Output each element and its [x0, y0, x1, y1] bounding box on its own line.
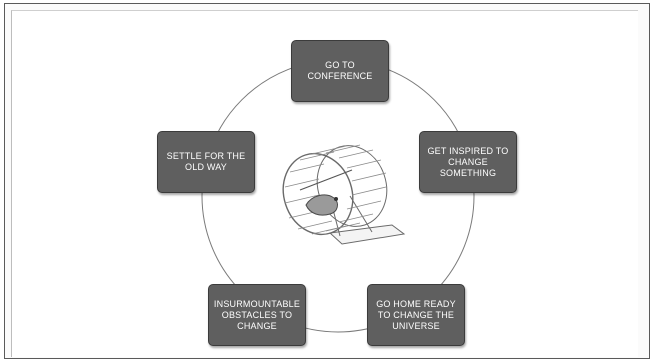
wheel-stand-right [349, 195, 373, 233]
hamster-eye [334, 197, 338, 201]
step-settle-old-way: SETTLE FOR THE OLD WAY [157, 131, 255, 193]
wheel-axle [299, 169, 353, 191]
hamster-body [305, 194, 338, 216]
step-go-to-conference: GO TO CONFERENCE [291, 40, 389, 102]
step-go-home-ready: GO HOME READY TO CHANGE THE UNIVERSE [367, 284, 465, 346]
step-label: GET INSPIRED TO CHANGE SOMETHING [427, 145, 509, 178]
wheel-back-rim [316, 145, 388, 227]
step-get-inspired: GET INSPIRED TO CHANGE SOMETHING [419, 131, 517, 193]
wheel-base [328, 224, 406, 245]
step-insurmountable-obstacles: INSURMOUNTABLE OBSTACLES TO CHANGE [208, 284, 306, 346]
step-label: GO TO CONFERENCE [307, 60, 373, 81]
step-label: INSURMOUNTABLE OBSTACLES TO CHANGE [213, 298, 301, 331]
step-label: GO HOME READY TO CHANGE THE UNIVERSE [376, 298, 456, 331]
wheel-front-rim [282, 152, 354, 236]
step-label: SETTLE FOR THE OLD WAY [166, 151, 246, 172]
